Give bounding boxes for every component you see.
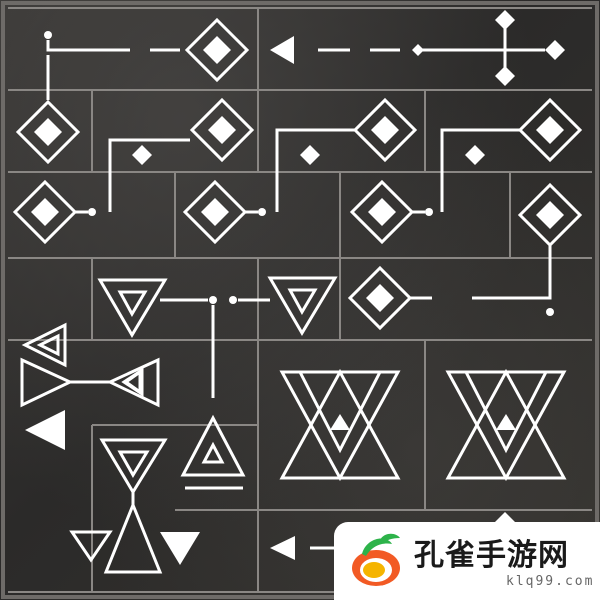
tile-r2c1-diamond[interactable] bbox=[15, 99, 81, 165]
tile-r1c2-arrow-path[interactable] bbox=[270, 10, 565, 86]
tile-r5c2-triangle-stem[interactable] bbox=[180, 414, 246, 490]
tile-grooves bbox=[8, 7, 592, 593]
peacock-logo-icon bbox=[352, 533, 400, 586]
tile-r1c1-path[interactable] bbox=[44, 17, 250, 100]
watermark-title: 孔雀手游网 bbox=[414, 538, 569, 573]
tile-r2c2-path[interactable] bbox=[108, 97, 255, 212]
tile-r2c4-path[interactable] bbox=[440, 97, 583, 212]
tile-r5c4-hourglass[interactable] bbox=[445, 368, 567, 482]
watermark-url: klq99.com bbox=[506, 574, 595, 589]
tile-r5c3-hourglass[interactable] bbox=[279, 368, 401, 482]
tile-r2c3-path[interactable] bbox=[275, 97, 418, 212]
tile-r4c2-triangles-path[interactable] bbox=[97, 276, 338, 398]
watermark-banner: 孔雀手游网 klq99.com bbox=[334, 522, 600, 600]
tile-r4c1-bowtie[interactable] bbox=[20, 322, 160, 450]
tile-r3c3-diamond[interactable] bbox=[349, 179, 433, 245]
tile-r4c3-diamond[interactable] bbox=[347, 265, 432, 331]
tile-r3c4-diamond[interactable] bbox=[472, 182, 583, 316]
tile-r3c1-diamond[interactable] bbox=[12, 179, 96, 245]
tile-r6c1-triangle-stack[interactable] bbox=[69, 438, 200, 574]
tile-r3c2-diamond[interactable] bbox=[182, 179, 266, 245]
